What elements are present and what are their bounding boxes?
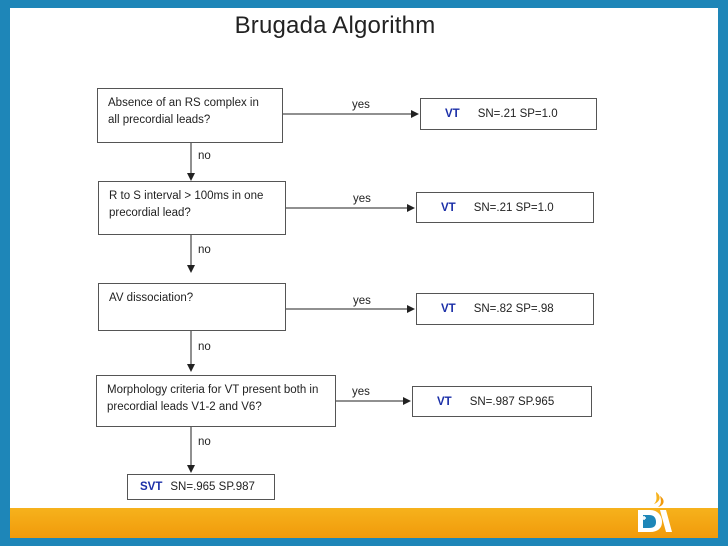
question-box-4: Morphology criteria for VT present both …	[96, 375, 336, 427]
yes-label-2: yes	[353, 193, 371, 205]
result-stats-1: SN=.21 SP=1.0	[477, 108, 558, 120]
no-label-1: no	[198, 150, 211, 162]
no-label-3: no	[198, 341, 211, 353]
result-box-4: VT SN=.987 SP.965	[412, 386, 592, 417]
question-text-3: AV dissociation?	[109, 292, 194, 304]
question-text-4: Morphology criteria for VT present both …	[107, 384, 319, 413]
question-box-3: AV dissociation?	[98, 283, 286, 331]
result-label-4: VT	[437, 395, 452, 408]
yes-label-3: yes	[353, 295, 371, 307]
no-label-4: no	[198, 436, 211, 448]
yes-label-4: yes	[352, 386, 370, 398]
final-result-box: SVT SN=.965 SP.987	[127, 474, 275, 500]
final-result-label: SVT	[140, 481, 163, 493]
result-stats-4: SN=.987 SP.965	[469, 395, 555, 408]
question-box-2: R to S interval > 100ms in one precordia…	[98, 181, 286, 235]
question-text-1: Absence of an RS complex in all precordi…	[108, 97, 259, 126]
bottom-accent-bar	[10, 508, 718, 538]
result-stats-3: SN=.82 SP=.98	[473, 303, 554, 315]
result-stats-2: SN=.21 SP=1.0	[473, 201, 554, 214]
result-box-3: VT SN=.82 SP=.98	[416, 293, 594, 325]
result-box-2: VT SN=.21 SP=1.0	[416, 192, 594, 223]
result-label-2: VT	[441, 201, 456, 214]
result-label-1: VT	[445, 108, 460, 120]
question-text-2: R to S interval > 100ms in one precordia…	[109, 190, 264, 219]
result-box-1: VT SN=.21 SP=1.0	[420, 98, 597, 130]
diagram-title: Brugada Algorithm	[234, 12, 436, 39]
yes-label-1: yes	[352, 99, 370, 111]
question-box-1: Absence of an RS complex in all precordi…	[97, 88, 283, 143]
result-label-3: VT	[441, 303, 456, 315]
brand-logo-icon	[638, 492, 672, 532]
final-result-stats: SN=.965 SP.987	[170, 481, 255, 493]
no-label-2: no	[198, 244, 211, 256]
